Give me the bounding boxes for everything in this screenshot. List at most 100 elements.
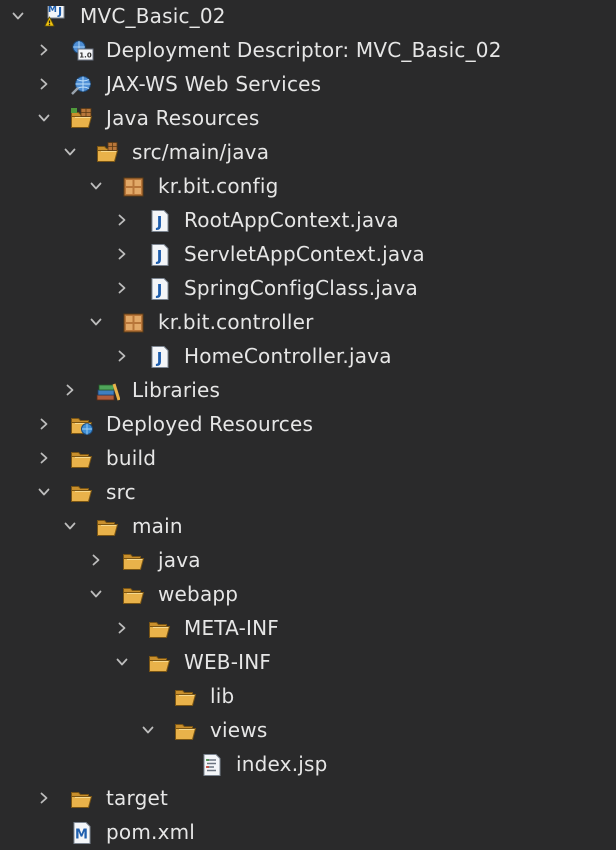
svg-text:J: J	[156, 247, 163, 265]
tree-item-label: Deployed Resources	[106, 412, 314, 436]
svg-text:1.0: 1.0	[79, 52, 92, 60]
java-file-icon: J	[148, 278, 172, 300]
tree-item-label: target	[106, 786, 169, 810]
chevron-down-icon[interactable]	[60, 135, 80, 169]
tree-item[interactable]: src	[0, 475, 616, 509]
web-services-icon	[70, 74, 94, 96]
tree-item-label: src/main/java	[132, 140, 270, 164]
svg-text:J: J	[156, 349, 163, 367]
tree-item-label: main	[132, 514, 183, 538]
chevron-down-icon[interactable]	[86, 577, 106, 611]
tree-item[interactable]: kr.bit.config	[0, 169, 616, 203]
folder-icon	[148, 652, 172, 674]
chevron-right-icon[interactable]	[60, 373, 80, 407]
tree-item-label: index.jsp	[236, 752, 328, 776]
tree-item[interactable]: Deployed Resources	[0, 407, 616, 441]
tree-item[interactable]: java	[0, 543, 616, 577]
tree-item-label: JAX-WS Web Services	[106, 72, 322, 96]
source-folder-icon	[96, 142, 120, 164]
chevron-down-icon[interactable]	[34, 101, 54, 135]
chevron-right-icon[interactable]	[34, 781, 54, 815]
folder-icon	[70, 448, 94, 470]
maven-pom-icon: M	[70, 822, 94, 844]
chevron-right-icon[interactable]	[34, 441, 54, 475]
tree-item[interactable]: webapp	[0, 577, 616, 611]
tree-item[interactable]: kr.bit.controller	[0, 305, 616, 339]
java-file-icon: J	[148, 346, 172, 368]
tree-item-label: lib	[210, 684, 235, 708]
chevron-down-icon[interactable]	[86, 305, 106, 339]
folder-icon	[70, 482, 94, 504]
tree-item-label: WEB-INF	[184, 650, 272, 674]
tree-item[interactable]: build	[0, 441, 616, 475]
svg-text:J: J	[57, 6, 62, 18]
folder-icon	[122, 550, 146, 572]
tree-item-label: HomeController.java	[184, 344, 392, 368]
tree-item[interactable]: 1.0 Deployment Descriptor: MVC_Basic_02	[0, 33, 616, 67]
tree-item-label: pom.xml	[106, 820, 196, 844]
tree-item[interactable]: JAX-WS Web Services	[0, 67, 616, 101]
chevron-right-icon[interactable]	[112, 237, 132, 271]
tree-item[interactable]: index.jsp	[0, 747, 616, 781]
tree-item[interactable]: J HomeController.java	[0, 339, 616, 373]
svg-text:M: M	[48, 6, 57, 15]
chevron-down-icon[interactable]	[138, 713, 158, 747]
chevron-right-icon[interactable]	[112, 339, 132, 373]
deployment-descriptor-icon: 1.0	[70, 40, 94, 62]
chevron-down-icon[interactable]	[86, 169, 106, 203]
tree-item[interactable]: META-INF	[0, 611, 616, 645]
java-file-icon: J	[148, 210, 172, 232]
tree-item[interactable]: WEB-INF	[0, 645, 616, 679]
folder-icon	[122, 584, 146, 606]
tree-item-label: META-INF	[184, 616, 279, 640]
tree-item-label: Java Resources	[106, 106, 260, 130]
tree-item[interactable]: views	[0, 713, 616, 747]
tree-item-label: ServletAppContext.java	[184, 242, 425, 266]
chevron-right-icon[interactable]	[86, 543, 106, 577]
tree-item[interactable]: target	[0, 781, 616, 815]
tree-item[interactable]: src/main/java	[0, 135, 616, 169]
tree-item-label: RootAppContext.java	[184, 208, 399, 232]
chevron-down-icon[interactable]	[60, 509, 80, 543]
chevron-down-icon[interactable]	[112, 645, 132, 679]
tree-item[interactable]: Libraries	[0, 373, 616, 407]
deployed-resources-icon	[70, 414, 94, 436]
java-resources-icon	[70, 108, 94, 130]
tree-item-label: kr.bit.config	[158, 174, 279, 198]
tree-item-label: webapp	[158, 582, 239, 606]
tree-item[interactable]: lib	[0, 679, 616, 713]
tree-item[interactable]: M J MVC_Basic_02	[0, 0, 616, 33]
chevron-right-icon[interactable]	[34, 407, 54, 441]
java-file-icon: J	[148, 244, 172, 266]
tree-item[interactable]: J ServletAppContext.java	[0, 237, 616, 271]
tree-item-label: MVC_Basic_02	[80, 4, 226, 28]
folder-icon	[70, 788, 94, 810]
tree-item-label: kr.bit.controller	[158, 310, 314, 334]
chevron-right-icon[interactable]	[112, 611, 132, 645]
chevron-right-icon[interactable]	[112, 203, 132, 237]
svg-text:J: J	[156, 213, 163, 231]
tree-item[interactable]: main	[0, 509, 616, 543]
jsp-file-icon	[200, 754, 224, 776]
tree-item-label: src	[106, 480, 136, 504]
tree-item[interactable]: J RootAppContext.java	[0, 203, 616, 237]
tree-item-label: build	[106, 446, 157, 470]
chevron-right-icon[interactable]	[34, 67, 54, 101]
chevron-down-icon[interactable]	[8, 0, 28, 33]
package-icon	[122, 176, 146, 198]
tree-item[interactable]: J SpringConfigClass.java	[0, 271, 616, 305]
svg-text:J: J	[156, 281, 163, 299]
libraries-icon	[96, 380, 120, 402]
chevron-right-icon[interactable]	[112, 271, 132, 305]
tree-item[interactable]: M pom.xml	[0, 815, 616, 849]
folder-icon	[148, 618, 172, 640]
chevron-right-icon[interactable]	[34, 33, 54, 67]
chevron-down-icon[interactable]	[34, 475, 54, 509]
maven-project-icon: M J	[44, 6, 68, 28]
tree-item[interactable]: Java Resources	[0, 101, 616, 135]
tree-item-label: SpringConfigClass.java	[184, 276, 418, 300]
package-icon	[122, 312, 146, 334]
folder-icon	[96, 516, 120, 538]
tree-item-label: java	[158, 548, 201, 572]
